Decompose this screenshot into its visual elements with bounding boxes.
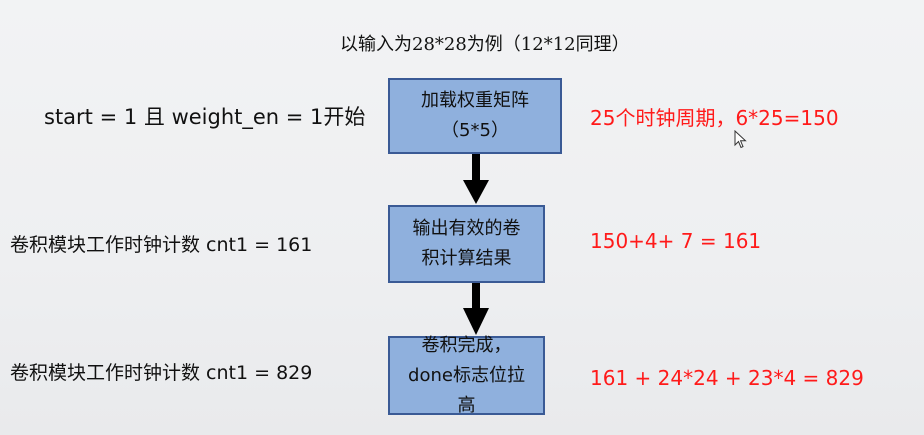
step-1-box-line-1: 加载权重矩阵 [421, 90, 529, 111]
step-3-box-line-1: 卷积完成， [421, 334, 512, 356]
step-2-right-note: 150+4+ 7 = 161 [590, 229, 762, 253]
arrow-step-1-to-2 [463, 154, 489, 204]
step-3-box-line-3: 高 [457, 394, 476, 416]
step-1-box-line-2: （5*5） [441, 120, 509, 141]
step-3-left-label: 卷积模块工作时钟计数 cnt1 = 829 [10, 362, 313, 384]
step-3-box-line-2: done标志位拉 [408, 364, 525, 386]
step-1-right-note: 25个时钟周期，6*25=150 [590, 106, 839, 130]
step-2-left-label: 卷积模块工作时钟计数 cnt1 = 161 [10, 234, 313, 256]
step-1-left-label: start = 1 且 weight_en = 1开始 [44, 105, 366, 129]
mouse-cursor-icon [734, 130, 747, 149]
step-3-box: 卷积完成， done标志位拉 高 [388, 335, 545, 416]
step-2-box: 输出有效的卷 积计算结果 [388, 205, 545, 283]
diagram-title: 以输入为28*28为例（12*12同理） [340, 34, 630, 55]
arrow-step-2-to-3 [463, 283, 489, 335]
step-1-box: 加载权重矩阵 （5*5） [388, 78, 562, 154]
step-2-box-line-1: 输出有效的卷 [412, 218, 521, 239]
step-3-right-note: 161 + 24*24 + 23*4 = 829 [590, 366, 864, 390]
step-2-box-line-2: 积计算结果 [421, 248, 512, 269]
